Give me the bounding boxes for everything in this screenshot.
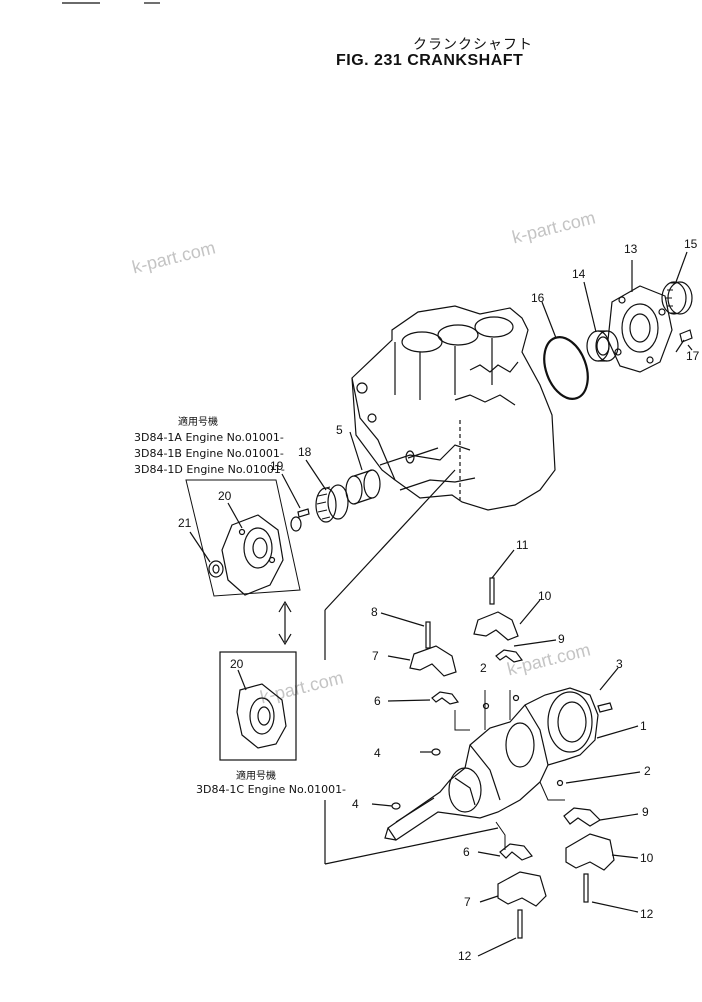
diagram-title: FIG. 231 CRANKSHAFT [336,52,524,69]
alt-pulley-frame [219,651,297,761]
part-number: 19 [270,459,284,473]
part-number: 1 [640,719,647,733]
part-number: 18 [298,445,312,459]
woodruff-key [597,702,613,713]
key [297,508,310,518]
pulley-nut [208,560,224,578]
seal-housing [607,285,673,373]
part-number: 6 [463,845,470,859]
main-bearing-cap [473,577,519,641]
oil-seal [586,330,619,362]
engine-block [351,305,556,511]
part-number: 2 [644,764,651,778]
crank-gear [315,484,349,523]
part-number: 20 [218,489,232,503]
part-number: 12 [640,907,654,921]
part-number: 20 [230,657,244,671]
dowel-pin [556,779,564,787]
interchange-arrow [278,600,292,646]
bearing-shell [431,691,460,705]
bearing-shell [563,807,601,827]
part-number: 8 [371,605,378,619]
part-number: 13 [624,242,638,256]
bearing-bush [345,469,381,505]
crank-pulley-alt [236,683,287,749]
part-number: 4 [374,746,381,760]
diagram-title-japanese: クランクシャフト [413,37,533,53]
part-number: 10 [538,589,552,603]
part-number: 9 [642,805,649,819]
part-number: 6 [374,694,381,708]
bearing-shell [499,843,533,861]
part-number: 5 [336,423,343,437]
crank-pulley [221,514,284,596]
callout-top-line: 3D84-1B Engine No.01001- [134,447,284,460]
callout-top-line: 3D84-1D Engine No.01001- [134,463,285,476]
bolt [675,329,693,353]
part-number: 21 [178,516,192,530]
ring-gear [661,281,693,315]
part-number: 15 [684,237,698,251]
part-number: 10 [640,851,654,865]
part-number: 2 [480,661,487,675]
part-number: 4 [352,797,359,811]
main-bearing-cap [565,833,615,903]
callout-bottom-heading: 適用号機 [236,771,276,782]
bearing-shell [495,649,524,663]
callout-top-heading: 適用号機 [178,417,218,428]
dowel-pin [512,694,520,702]
part-number: 16 [531,291,545,305]
part-number: 11 [516,538,529,552]
callout-top-line: 3D84-1A Engine No.01001- [134,431,284,444]
part-number: 3 [616,657,623,671]
part-number: 12 [458,949,472,963]
plug [431,748,441,756]
crankshaft [384,687,599,841]
plug [391,802,401,810]
part-number: 7 [372,649,379,663]
main-bearing-cap [497,871,547,939]
part-number: 17 [686,349,700,363]
part-number: 9 [558,632,565,646]
washer [290,516,302,532]
dowel-pin [482,702,490,710]
o-ring [543,336,589,400]
part-number: 7 [464,895,471,909]
main-bearing-cap [409,621,457,677]
part-number: 14 [572,267,586,281]
callout-bottom-line: 3D84-1C Engine No.01001- [196,783,347,796]
